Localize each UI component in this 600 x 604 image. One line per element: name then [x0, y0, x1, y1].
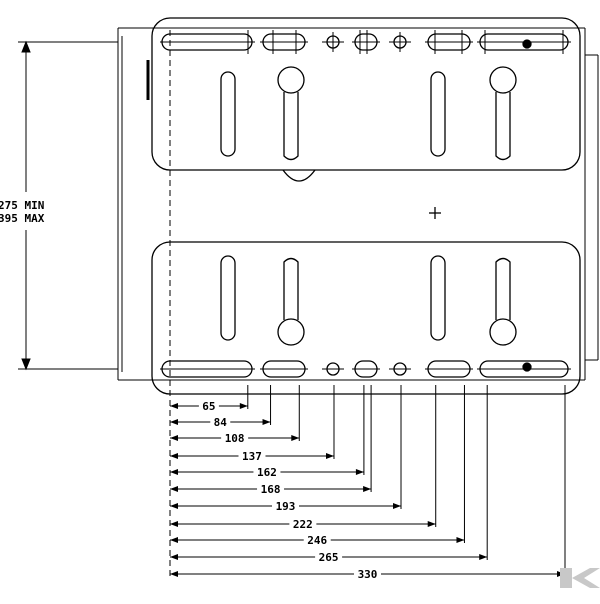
dimension-193: 193 — [170, 385, 402, 513]
arrowhead — [170, 403, 178, 409]
dimension-162: 162 — [170, 385, 365, 479]
arrowhead — [291, 435, 300, 441]
arrowhead — [170, 554, 178, 560]
dimension-label: 330 — [358, 568, 378, 581]
arrowhead — [355, 469, 364, 475]
arrowhead — [170, 486, 178, 492]
dimension-label: 265 — [319, 551, 339, 564]
height-min-label: 275 MIN — [0, 199, 44, 212]
dimension-222: 222 — [170, 385, 437, 531]
arrowhead — [479, 554, 488, 560]
bottom-vertical-slots — [220, 255, 517, 346]
center-cross-icon — [429, 207, 441, 219]
back-frame — [117, 27, 599, 381]
dimension-65: 65 — [170, 385, 249, 413]
dimension-label: 84 — [214, 416, 228, 429]
height-max-label: 395 MAX — [0, 212, 45, 225]
dimension-330: 330 — [170, 385, 566, 581]
top-vertical-slots — [220, 66, 517, 161]
arrowhead — [239, 403, 248, 409]
height-dimension — [18, 40, 118, 371]
arrowhead — [170, 435, 178, 441]
dimension-137: 137 — [170, 385, 335, 463]
dimension-108: 108 — [170, 385, 300, 445]
arrowhead — [170, 521, 178, 527]
dimension-label: 108 — [225, 432, 245, 445]
plate-notch — [282, 169, 316, 182]
arrowhead — [170, 469, 178, 475]
arrowhead — [427, 521, 436, 527]
brand-logo — [560, 568, 600, 588]
arrowhead — [170, 503, 178, 509]
dimension-label: 162 — [257, 466, 277, 479]
arrowhead — [363, 486, 372, 492]
dimension-84: 84 — [170, 385, 272, 429]
arrowhead — [170, 571, 178, 577]
arrowhead — [456, 537, 465, 543]
dimension-168: 168 — [170, 385, 372, 496]
dimension-label: 222 — [293, 518, 313, 531]
dimension-246: 246 — [170, 385, 465, 547]
dimension-label: 246 — [307, 534, 327, 547]
dimension-265: 265 — [170, 385, 488, 564]
arrowhead — [393, 503, 402, 509]
arrowhead — [170, 419, 178, 425]
dimension-label: 193 — [276, 500, 296, 513]
horizontal-dimensions: 65 84 108 137 162 168 193 222 246 265 330 — [170, 385, 566, 581]
top-hole-centerlines — [160, 30, 571, 54]
bottom-plate — [151, 241, 581, 395]
arrowhead — [262, 419, 271, 425]
arrowhead — [170, 537, 178, 543]
dimension-label: 168 — [261, 483, 281, 496]
dimension-label: 65 — [202, 400, 215, 413]
dimension-label: 137 — [242, 450, 262, 463]
arrowhead — [170, 453, 178, 459]
arrowhead — [325, 453, 334, 459]
top-plate — [151, 17, 581, 171]
